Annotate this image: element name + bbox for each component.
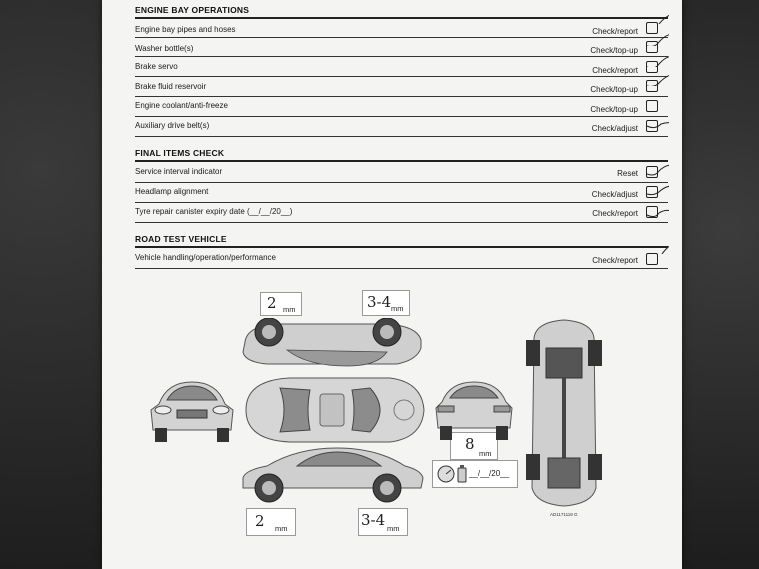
checklist-sheet: ENGINE BAY OPERATIONS Engine bay pipes a…: [102, 0, 682, 569]
checkbox[interactable]: [646, 22, 658, 34]
car-rear-view-icon: [435, 381, 513, 440]
row-rule: [135, 182, 668, 183]
checkbox[interactable]: [646, 100, 658, 112]
row-label: Brake servo: [135, 62, 178, 71]
canister-icon: [457, 465, 467, 483]
row-action: Check/top-up: [590, 46, 638, 55]
car-top-view-icon: [245, 377, 425, 443]
tread-value: 3-4: [361, 511, 386, 529]
row-action: Check/top-up: [590, 85, 638, 94]
handwritten-tick-mark: [647, 74, 669, 86]
row-rule: [135, 222, 668, 223]
handwritten-tick-mark: [661, 245, 669, 254]
checkbox[interactable]: [646, 61, 658, 73]
tread-depth-front-left[interactable]: 2 mm: [260, 292, 302, 316]
tread-depth-rear-left[interactable]: 2 mm: [246, 508, 296, 536]
handwritten-tick-mark: [647, 56, 669, 67]
section-title-final-items: FINAL ITEMS CHECK: [135, 148, 225, 158]
tyre-canister-date: __/__/20__: [469, 469, 510, 478]
row-label: Washer bottle(s): [135, 44, 194, 53]
row-rule: [135, 268, 668, 269]
car-side-view-icon: [242, 318, 422, 367]
row-action: Check/top-up: [590, 105, 638, 114]
car-side-view-icon: [242, 447, 424, 503]
checkbox[interactable]: [646, 186, 658, 198]
checkbox[interactable]: [646, 166, 658, 178]
handwritten-tick-mark: [646, 164, 669, 176]
background-right: [682, 0, 759, 569]
row-action: Check/report: [592, 209, 638, 218]
car-front-view-icon: [150, 381, 234, 442]
section-rule: [135, 17, 668, 19]
handwritten-tick-mark: [646, 185, 669, 196]
handwritten-tick-mark: [646, 122, 669, 129]
row-rule: [135, 116, 668, 117]
checkbox[interactable]: [646, 253, 658, 265]
checkbox[interactable]: [646, 206, 658, 218]
row-action: Reset: [617, 169, 638, 178]
tread-value: 2: [267, 294, 277, 312]
row-label: Brake fluid reservoir: [135, 82, 207, 91]
handwritten-tick-mark: [647, 34, 669, 46]
section-title-road-test: ROAD TEST VEHICLE: [135, 234, 227, 244]
tread-unit: mm: [275, 524, 288, 533]
row-action: Check/report: [592, 27, 638, 36]
tread-value: 3-4: [367, 293, 392, 311]
row-rule: [135, 37, 668, 38]
row-action: Check/report: [592, 66, 638, 75]
tread-depth-rear-right[interactable]: 3-4 mm: [358, 508, 408, 536]
row-label: Engine coolant/anti-freeze: [135, 101, 228, 110]
tread-unit: mm: [387, 524, 400, 533]
row-label: Tyre repair canister expiry date (__/__/…: [135, 207, 293, 216]
row-rule: [135, 136, 668, 137]
row-rule: [135, 96, 668, 97]
section-rule: [135, 246, 668, 248]
tread-depth-front-right[interactable]: 3-4 mm: [362, 290, 410, 316]
tyre-canister-date-box[interactable]: __/__/20__: [432, 460, 518, 488]
tread-unit: mm: [479, 449, 492, 458]
row-rule: [135, 202, 668, 203]
row-label: Headlamp alignment: [135, 187, 209, 196]
row-rule: [135, 56, 668, 57]
handwritten-tick-mark: [646, 209, 669, 217]
row-rule: [135, 76, 668, 77]
checkbox[interactable]: [646, 80, 658, 92]
handwritten-tick-mark: [658, 14, 669, 24]
row-label: Service interval indicator: [135, 167, 223, 176]
tread-unit: mm: [391, 304, 404, 313]
row-label: Auxiliary drive belt(s): [135, 121, 210, 130]
row-action: Check/adjust: [591, 124, 638, 133]
tread-value: 8: [465, 435, 475, 453]
tread-depth-spare[interactable]: 8 mm: [450, 432, 498, 460]
tread-unit: mm: [283, 305, 296, 314]
tread-value: 2: [255, 512, 265, 530]
row-label: Vehicle handling/operation/performance: [135, 253, 276, 262]
car-underside-view-icon: [526, 319, 602, 507]
diagram-code: AD1171119 G: [550, 512, 578, 517]
row-label: Engine bay pipes and hoses: [135, 25, 236, 34]
row-action: Check/adjust: [591, 190, 638, 199]
section-rule: [135, 160, 668, 162]
gauge-icon: [437, 465, 455, 483]
background-left: [0, 0, 102, 569]
section-title-engine-bay: ENGINE BAY OPERATIONS: [135, 5, 250, 15]
checkbox[interactable]: [646, 120, 658, 132]
checkbox[interactable]: [646, 41, 658, 53]
row-action: Check/report: [592, 256, 638, 265]
